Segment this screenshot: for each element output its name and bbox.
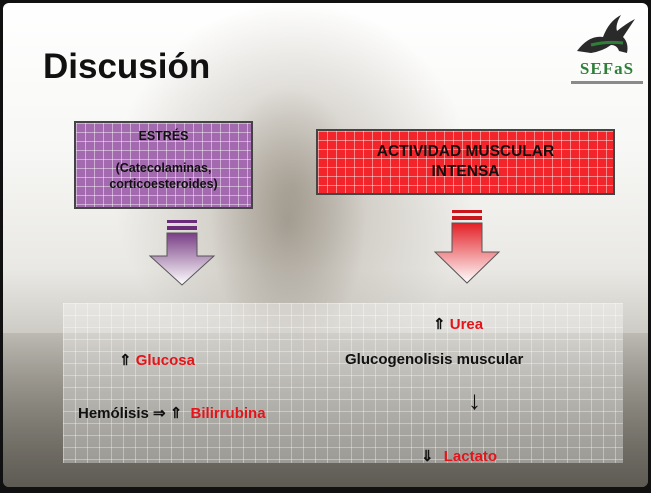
rocks-background [3, 333, 648, 487]
hemolysis-label: Hemólisis ⇒ [78, 405, 166, 422]
glycogenolysis-label: Glucogenolisis muscular [345, 351, 524, 368]
up-double-arrow-icon: ⇑ [433, 316, 446, 333]
muscle-box-line1: ACTIVIDAD MUSCULAR [376, 143, 555, 160]
stress-box: ESTRÉS (Catecolaminas, corticoesteroides… [74, 121, 253, 209]
slide-title: Discusión [43, 47, 211, 86]
hemolysis-result: Hemólisis ⇒ ⇑ Bilirrubina [78, 404, 266, 422]
sefas-logo: SEFaS [569, 7, 645, 93]
glucose-result: ⇑ Glucosa [119, 351, 195, 369]
down-double-arrow-icon: ⇓ [421, 448, 434, 465]
lactate-label: Lactato [443, 448, 498, 465]
stress-box-line3: corticoesteroides) [109, 177, 218, 191]
stress-box-line2: (Catecolaminas, [115, 161, 212, 175]
up-double-arrow-icon: ⇑ [119, 352, 132, 369]
down-arrow-icon: ↓ [468, 385, 481, 415]
muscle-box-line2: INTENSA [431, 163, 500, 180]
logo-text: SEFaS [579, 59, 635, 78]
right-down-arrow-icon [433, 210, 501, 284]
stress-box-title: ESTRÉS [138, 129, 189, 143]
bilirubin-label: Bilirrubina [190, 405, 266, 422]
urea-result: ⇑ Urea [433, 315, 483, 333]
up-double-arrow-icon: ⇑ [169, 405, 183, 422]
logo-subtitle-line [571, 81, 643, 84]
slide: Discusión SEFaS ESTRÉS (Catecolaminas, c… [3, 3, 648, 487]
ibex-logo-icon [577, 15, 635, 53]
urea-label: Urea [449, 316, 484, 333]
results-grid-background [63, 303, 623, 463]
glucose-label: Glucosa [135, 352, 195, 369]
left-down-arrow-icon [148, 220, 216, 286]
muscle-activity-box: ACTIVIDAD MUSCULAR INTENSA [316, 129, 615, 195]
lactate-result: ⇓ Lactato [421, 447, 497, 465]
